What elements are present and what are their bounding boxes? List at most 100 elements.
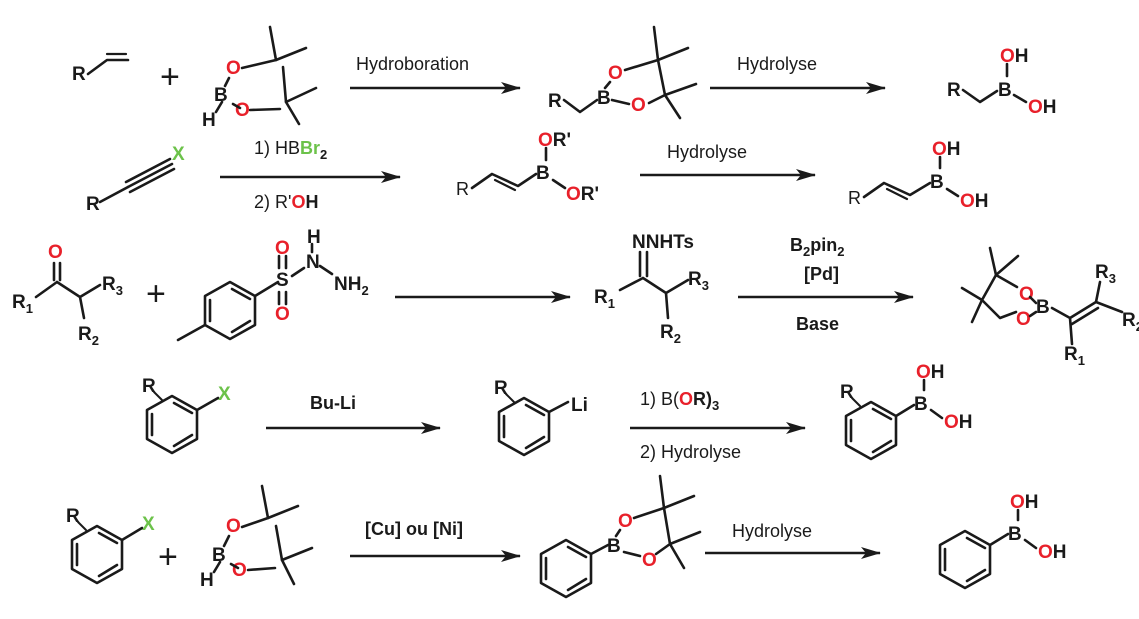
- atom-r: R: [142, 376, 156, 397]
- row-lithiation: X R Bu-Li Li R 1) B(OR)3 2) Hydrolyse B: [142, 362, 973, 462]
- alkyl-boronic-acid: R B OH OH: [947, 46, 1057, 118]
- reagent-hbbr2: 1) HBBr2: [254, 138, 327, 162]
- atom-b: B: [914, 394, 928, 415]
- atom-r: R: [494, 378, 508, 399]
- arrow-borate: 1) B(OR)3 2) Hydrolyse: [630, 389, 806, 462]
- aryl-lithium: Li R: [494, 378, 588, 457]
- atom-r: R: [456, 179, 469, 199]
- atom-b: B: [214, 85, 228, 106]
- atom-r3: R3: [688, 269, 709, 293]
- atom-nnhts: NNHTs: [632, 232, 694, 253]
- phenylboronic-acid: B OH OH: [938, 492, 1067, 590]
- arrow-hydrolyse-1: Hydrolyse: [710, 54, 886, 94]
- arrow-hydroboration: Hydroboration: [350, 54, 521, 94]
- atom-oh: OH: [916, 362, 945, 383]
- arrow-buli: Bu-Li: [266, 393, 441, 434]
- atom-s: S: [276, 270, 289, 291]
- alkenyl-boronate: O O B R3 R2 R1: [960, 246, 1139, 368]
- atom-r: R: [848, 188, 861, 208]
- label-hydrolyse: Hydrolyse: [667, 142, 747, 162]
- plus-sign: +: [160, 58, 180, 96]
- arrow-hydrolyse-2: Hydrolyse: [640, 142, 816, 181]
- atom-oh: OH: [1000, 46, 1029, 67]
- atom-o: O: [275, 304, 290, 325]
- atom-h: H: [202, 110, 216, 131]
- aryl-halide: X R: [142, 376, 231, 455]
- plus-sign: +: [158, 538, 178, 576]
- atom-r1: R1: [1064, 344, 1085, 368]
- atom-b: B: [607, 536, 621, 557]
- atom-r1: R1: [12, 292, 33, 316]
- reagent-buli: Bu-Li: [310, 393, 356, 413]
- reagent-hydrolyse: 2) Hydrolyse: [640, 442, 741, 462]
- atom-r3: R3: [102, 274, 123, 298]
- atom-oh: OH: [960, 191, 989, 212]
- atom-o: O: [48, 242, 63, 263]
- atom-b: B: [1036, 297, 1050, 318]
- arrow-hydrolyse-3: Hydrolyse: [705, 521, 881, 559]
- row-hydroboration: R + O O B H Hydroboration R B O O: [72, 25, 1057, 131]
- arrow-hbbr2: 1) HBBr2 2) R'OH: [220, 138, 401, 212]
- label-hydrolyse: Hydrolyse: [737, 54, 817, 74]
- atom-r3: R3: [1095, 262, 1116, 286]
- arrow-cu-ni: [Cu] ou [Ni]: [350, 519, 521, 562]
- atom-b: B: [597, 88, 611, 109]
- atom-o: O: [232, 560, 247, 581]
- pinacolborane: O O B H: [202, 25, 318, 131]
- ketone-reactant: O R1 R3 R2: [12, 242, 123, 348]
- atom-b: B: [930, 172, 944, 193]
- atom-x: X: [218, 384, 231, 405]
- reagent-b2pin2: B2pin2: [790, 235, 844, 259]
- atom-oh: OH: [932, 139, 961, 160]
- atom-o: O: [235, 100, 250, 121]
- atom-oh: OH: [944, 412, 973, 433]
- atom-r: R: [947, 80, 961, 101]
- atom-r: R: [548, 91, 562, 112]
- plus-sign: +: [146, 275, 166, 313]
- reagent-borate: 1) B(OR)3: [640, 389, 719, 413]
- row-shapiro: O R1 R3 R2 + S O O N H NH2: [12, 227, 1139, 368]
- atom-r2: R2: [78, 324, 99, 348]
- atom-r: R: [72, 64, 86, 85]
- reagent-pd-catalyst: [Pd]: [804, 264, 839, 284]
- atom-x: X: [142, 514, 155, 535]
- alkyl-boronate: R B O O: [548, 25, 698, 120]
- reagent-roh: 2) R'OH: [254, 192, 318, 212]
- atom-h: H: [307, 227, 321, 248]
- atom-r: R: [86, 194, 100, 215]
- atom-b: B: [1008, 524, 1022, 545]
- alkene-reactant: R: [72, 52, 130, 85]
- atom-n: N: [306, 252, 320, 273]
- atom-o: O: [642, 550, 657, 571]
- atom-nh2: NH2: [334, 274, 369, 298]
- atom-oh: OH: [1028, 97, 1057, 118]
- atom-r: R: [66, 506, 80, 527]
- atom-o: O: [275, 238, 290, 259]
- vinyl-boronic-acid: R B OH OH: [848, 139, 989, 212]
- arrow-borylation: B2pin2 [Pd] Base: [738, 235, 914, 334]
- atom-o: O: [1016, 309, 1031, 330]
- label-hydroboration: Hydroboration: [356, 54, 469, 74]
- aryl-boronate: B O O: [539, 474, 702, 599]
- alkyne-reactant: R X: [86, 144, 185, 215]
- atom-h: H: [200, 570, 214, 591]
- label-hydrolyse: Hydrolyse: [732, 521, 812, 541]
- pinacolborane: O O B H: [200, 484, 314, 591]
- atom-or-prime: OR': [538, 130, 571, 151]
- atom-b: B: [998, 80, 1012, 101]
- atom-o: O: [1019, 284, 1034, 305]
- vinyl-boronate-ester: R B OR' OR': [456, 130, 599, 205]
- atom-r2: R2: [1122, 310, 1139, 334]
- reagent-cu-ni: [Cu] ou [Ni]: [365, 519, 463, 539]
- tosylhydrazone: NNHTs R1 R3 R2: [594, 232, 709, 346]
- atom-oh: OH: [1010, 492, 1039, 513]
- row-alkyne: R X 1) HBBr2 2) R'OH R B OR' OR' Hydroly…: [86, 130, 989, 215]
- atom-o: O: [226, 58, 241, 79]
- atom-o: O: [608, 63, 623, 84]
- tosylhydrazide: S O O N H NH2: [176, 227, 369, 342]
- atom-x: X: [172, 144, 185, 165]
- atom-r1: R1: [594, 287, 615, 311]
- atom-r: R: [840, 382, 854, 403]
- atom-b: B: [212, 545, 226, 566]
